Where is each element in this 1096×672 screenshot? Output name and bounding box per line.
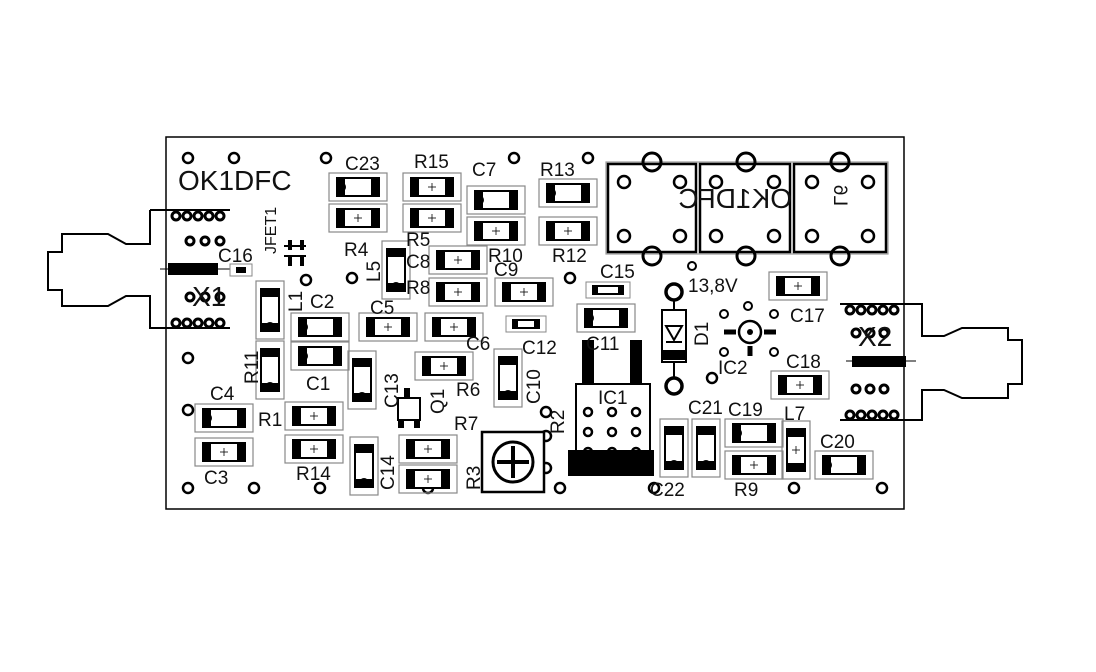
label-c15: C15 [600,262,635,283]
label-c9: C9 [494,260,518,281]
label-l6: L6 [829,185,850,206]
label-r15: R15 [414,152,449,173]
label-r3: R3 [464,466,485,490]
label-c19: C19 [728,400,763,421]
label-x2: X2 [858,321,892,352]
label-c8: C8 [406,252,430,273]
label-c11: C11 [586,334,619,355]
label-c18: C18 [786,352,821,373]
label-c20: C20 [820,432,855,453]
label-r13: R13 [540,160,575,181]
label-c23: C23 [345,154,380,175]
label-r9: R9 [734,480,758,501]
label-r2: R2 [548,410,569,434]
label-ic1: IC1 [598,388,628,409]
label-r7: R7 [454,414,478,435]
label-x1: X1 [192,281,226,312]
connector-x1 [47,209,230,329]
labels: OK1DFC OK1DFC L6 X1 X2 C23 R15 C7 R13 JF… [178,152,892,501]
label-c22: C22 [650,480,685,501]
label-r1: R1 [258,410,282,431]
label-r11: R11 [242,351,263,384]
label-c4: C4 [210,384,235,405]
small-components [229,240,779,494]
label-q1: Q1 [428,389,449,414]
connector-x2 [840,303,1023,421]
board-logo: OK1DFC [178,165,292,196]
label-d1: D1 [692,322,713,346]
label-c7: C7 [472,160,496,181]
label-ic2: IC2 [718,358,748,379]
label-r6: R6 [456,380,480,401]
label-l7: L7 [784,404,805,425]
label-c10: C10 [524,369,545,404]
board-logo-mirrored: OK1DFC [678,183,792,214]
label-c12: C12 [522,338,557,359]
label-c6: C6 [466,334,490,355]
label-c21: C21 [688,398,723,419]
coil-block [605,151,889,267]
label-c13: C13 [382,373,403,408]
label-c17: C17 [790,306,825,327]
label-r14: R14 [296,464,331,485]
label-c5: C5 [370,298,394,319]
label-c16: C16 [218,246,253,267]
label-l5: L5 [364,261,385,282]
label-c2: C2 [310,292,334,313]
label-r5: R5 [406,230,430,251]
label-voltage: 13,8V [688,276,738,297]
label-r10: R10 [488,246,523,267]
label-c1: C1 [306,374,330,395]
label-r4: R4 [344,240,369,261]
label-jfet1: JFET1 [263,207,280,254]
label-r12: R12 [552,246,587,267]
label-c14: C14 [378,455,399,490]
label-r8: R8 [406,278,430,299]
label-l1: L1 [286,291,307,312]
label-c3: C3 [204,468,228,489]
